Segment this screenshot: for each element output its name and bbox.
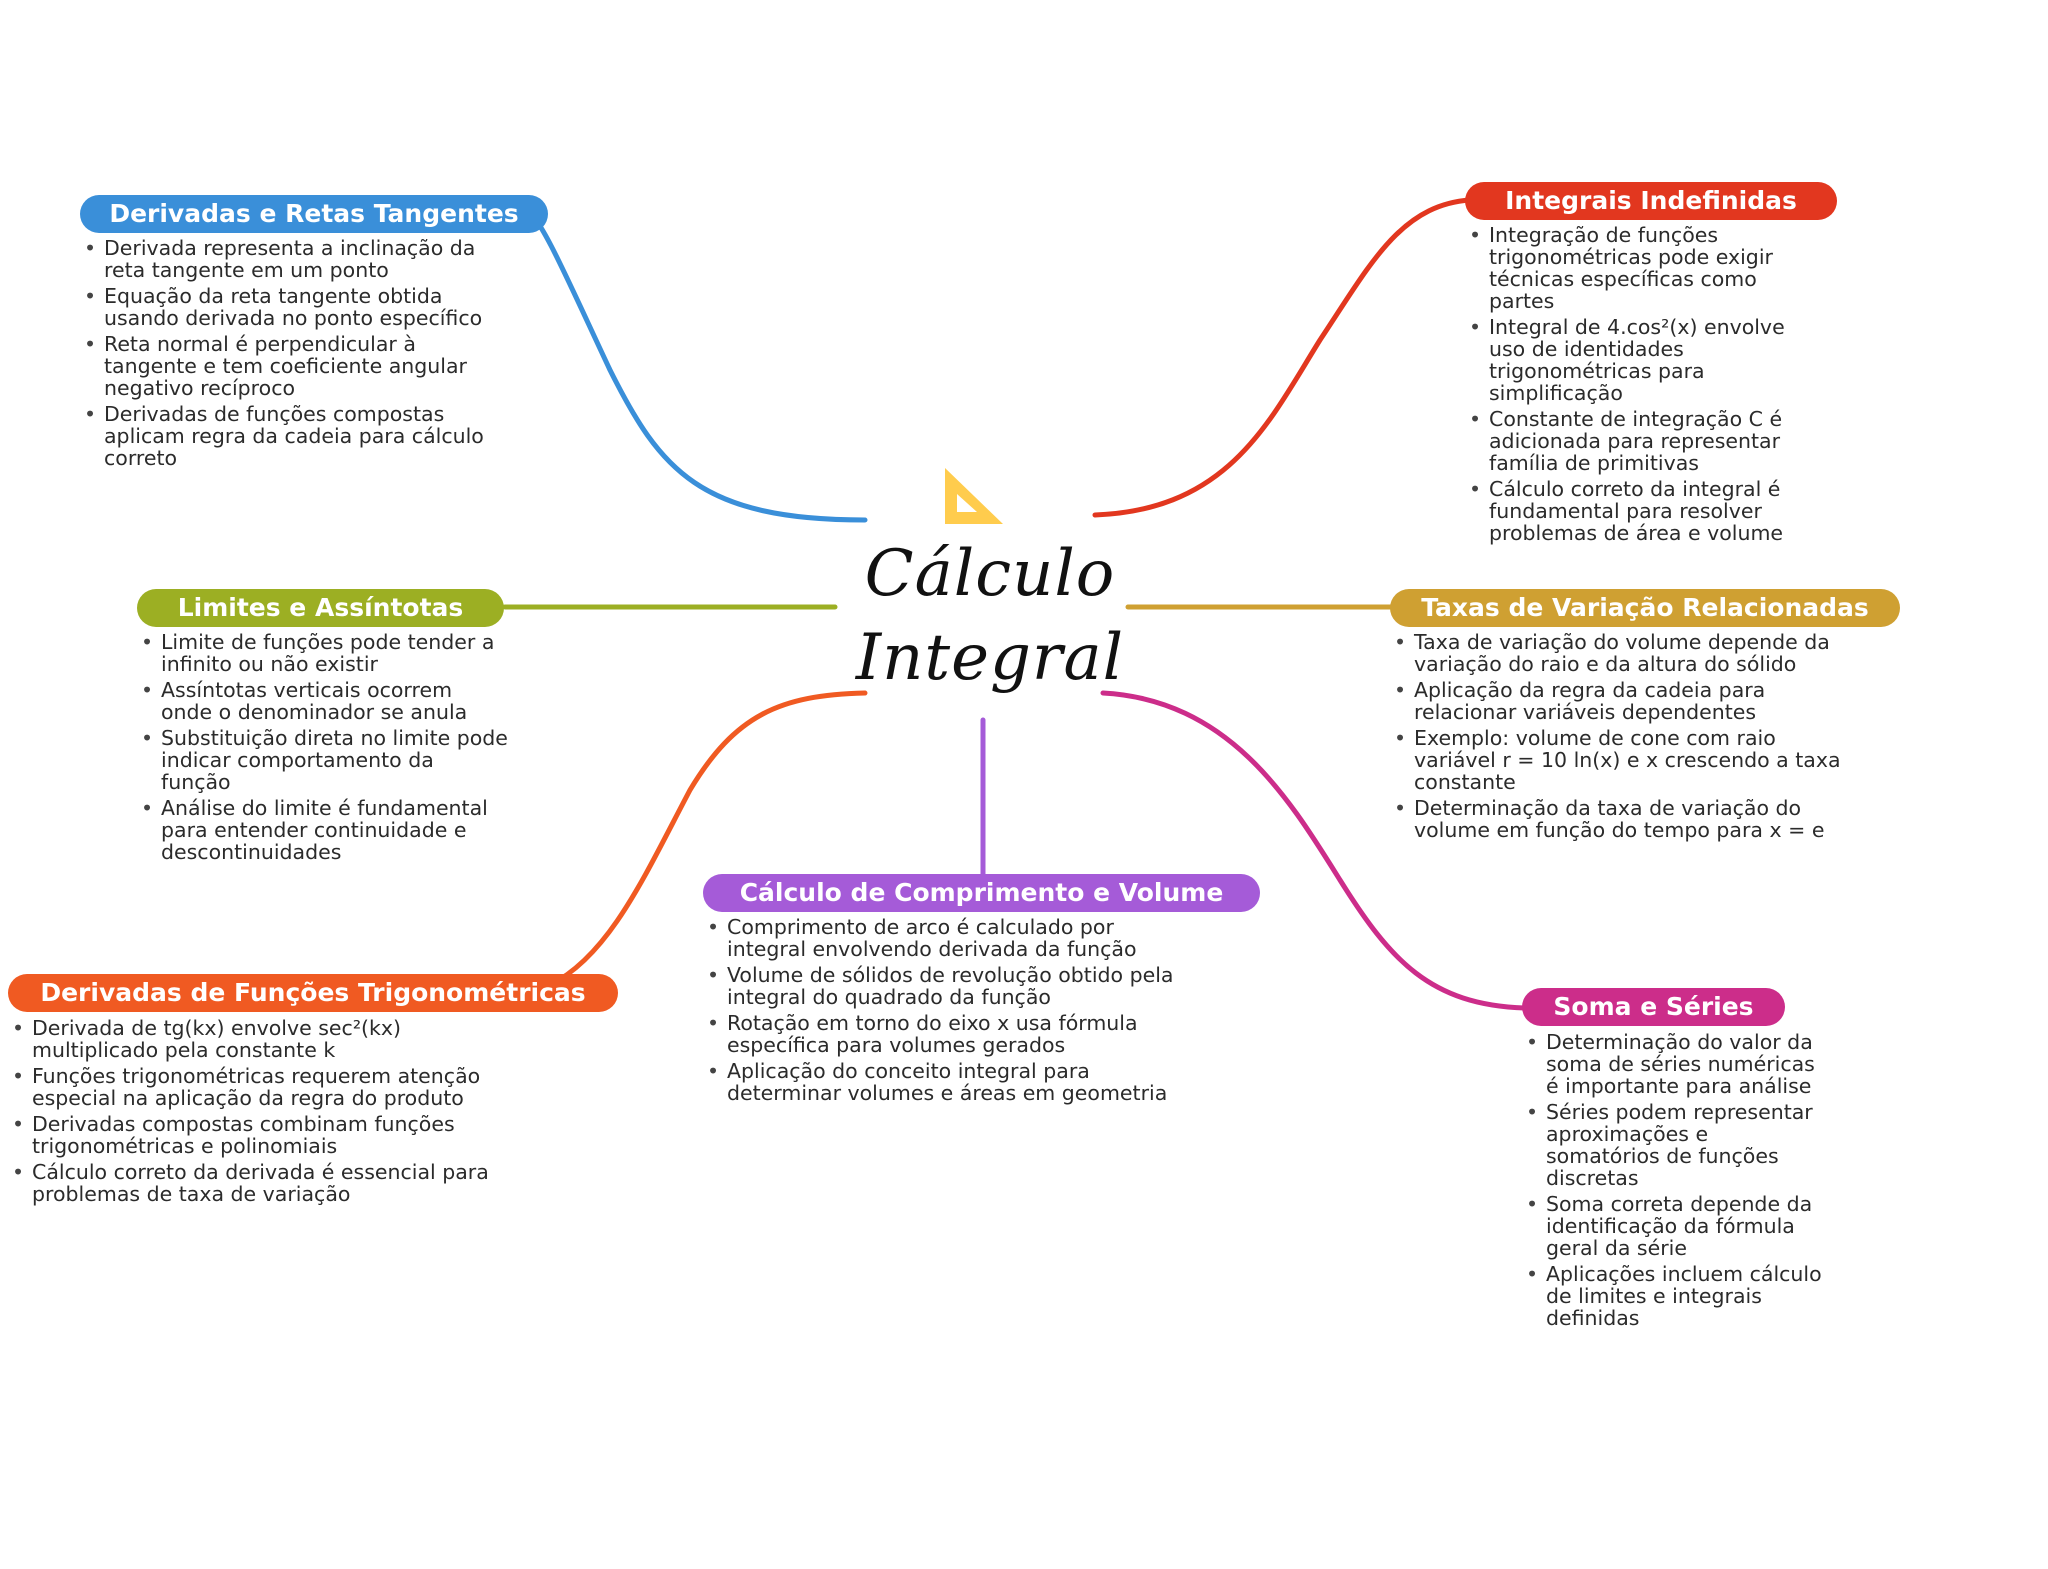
- list-item: Limite de funções pode tender a infinito…: [139, 631, 509, 675]
- list-item: Taxa de variação do volume depende da va…: [1392, 631, 1842, 675]
- list-item: Determinação da taxa de variação do volu…: [1392, 797, 1842, 841]
- central-topic: Cálculo Integral: [850, 462, 1130, 702]
- connector-integrais-indefinidas: [1092, 197, 1473, 518]
- list-item: Derivada representa a inclinação da reta…: [82, 237, 502, 281]
- branch-title-integrais-indefinidas: Integrais Indefinidas: [1465, 182, 1837, 220]
- list-item: Derivada de tg(kx) envolve sec²(kx) mult…: [10, 1017, 510, 1061]
- branch-list-integrais-indefinidas: Integração de funções trigonométricas po…: [1467, 224, 1797, 548]
- list-item: Séries podem representar aproximações e …: [1524, 1101, 1824, 1189]
- branch-title-soma-series: Soma e Séries: [1522, 988, 1785, 1026]
- list-item: Derivadas de funções compostas aplicam r…: [82, 403, 502, 469]
- list-item: Integral de 4.cos²(x) envolve uso de ide…: [1467, 316, 1797, 404]
- branch-title-derivadas-retas: Derivadas e Retas Tangentes: [80, 195, 548, 233]
- branch-list-derivadas-retas: Derivada representa a inclinação da reta…: [82, 237, 502, 473]
- branch-list-derivadas-trig: Derivada de tg(kx) envolve sec²(kx) mult…: [10, 1017, 510, 1209]
- list-item: Aplicação do conceito integral para dete…: [705, 1060, 1185, 1104]
- list-item: Funções trigonométricas requerem atenção…: [10, 1065, 510, 1109]
- list-item: Substituição direta no limite pode indic…: [139, 727, 509, 793]
- central-title: Cálculo Integral: [855, 537, 1125, 695]
- list-item: Soma correta depende da identificação da…: [1524, 1193, 1824, 1259]
- connector-soma-series: [1100, 690, 1528, 1011]
- list-item: Comprimento de arco é calculado por inte…: [705, 916, 1185, 960]
- list-item: Integração de funções trigonométricas po…: [1467, 224, 1797, 312]
- list-item: Volume de sólidos de revolução obtido pe…: [705, 964, 1185, 1008]
- list-item: Equação da reta tangente obtida usando d…: [82, 285, 502, 329]
- branch-title-comprimento-volume: Cálculo de Comprimento e Volume: [703, 874, 1260, 912]
- list-item: Determinação do valor da soma de séries …: [1524, 1031, 1824, 1097]
- set-square-icon: [945, 468, 1003, 524]
- branch-title-taxas-variacao: Taxas de Variação Relacionadas: [1390, 589, 1900, 627]
- list-item: Cálculo correto da derivada é essencial …: [10, 1161, 510, 1205]
- list-item: Exemplo: volume de cone com raio variáve…: [1392, 727, 1842, 793]
- branch-list-soma-series: Determinação do valor da soma de séries …: [1524, 1031, 1824, 1333]
- branch-list-limites: Limite de funções pode tender a infinito…: [139, 631, 509, 867]
- connector-derivadas-retas: [525, 210, 868, 523]
- branch-list-comprimento-volume: Comprimento de arco é calculado por inte…: [705, 916, 1185, 1108]
- list-item: Assíntotas verticais ocorrem onde o deno…: [139, 679, 509, 723]
- list-item: Derivadas compostas combinam funções tri…: [10, 1113, 510, 1157]
- branch-title-limites: Limites e Assíntotas: [137, 589, 504, 627]
- list-item: Análise do limite é fundamental para ent…: [139, 797, 509, 863]
- list-item: Constante de integração C é adicionada p…: [1467, 408, 1797, 474]
- list-item: Reta normal é perpendicular à tangente e…: [82, 333, 502, 399]
- list-item: Cálculo correto da integral é fundamenta…: [1467, 478, 1797, 544]
- connector-derivadas-trig: [547, 690, 868, 988]
- list-item: Rotação em torno do eixo x usa fórmula e…: [705, 1012, 1185, 1056]
- branch-list-taxas-variacao: Taxa de variação do volume depende da va…: [1392, 631, 1842, 845]
- list-item: Aplicação da regra da cadeia para relaci…: [1392, 679, 1842, 723]
- list-item: Aplicações incluem cálculo de limites e …: [1524, 1263, 1824, 1329]
- branch-title-derivadas-trig: Derivadas de Funções Trigonométricas: [8, 974, 618, 1012]
